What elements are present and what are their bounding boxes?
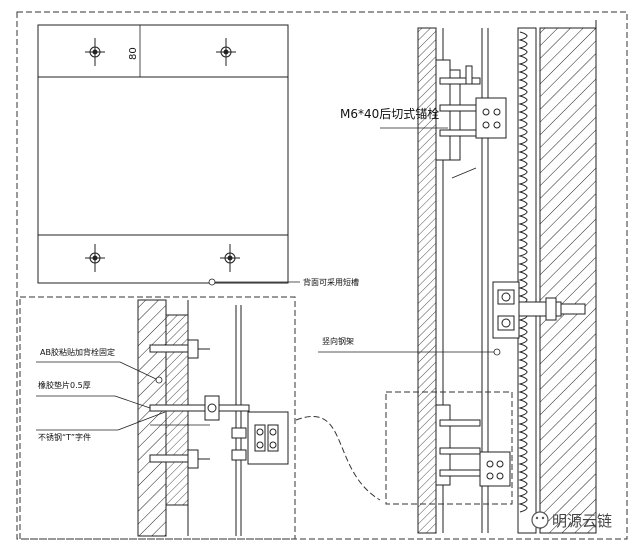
vertical-section: M6*40后切式锚栓 竖向钢架 [318,20,597,534]
wechat-icon [531,511,549,529]
dimension-80-label: 80 [128,47,139,60]
outer-frame [16,11,628,540]
ab-glue-label: AB胶粘贴加背栓固定 [40,347,115,357]
t-bracket-label: 不锈钢“T”字件 [38,432,91,442]
anchor-bolt-icon [220,244,240,272]
anchor-bolt-icon [85,38,105,66]
stone-panel-elevation: 80 背面可采用短槽 [37,24,359,287]
anchor-bolt-icon [216,38,236,66]
rubber-pad-label: 橡胶垫片0.5厚 [38,380,91,390]
anchor-bolt-icon [85,244,105,272]
vertical-keel-label: 竖向钢架 [322,336,354,346]
detail-section: AB胶粘贴加背栓固定 橡胶垫片0.5厚 不锈钢“T”字件 [19,296,381,540]
back-groove-label: 背面可采用短槽 [303,277,359,287]
watermark: 明源云链 [531,511,612,530]
anchor-bolt-label: M6*40后切式锚栓 [340,106,439,121]
watermark-text: 明源云链 [552,512,612,530]
